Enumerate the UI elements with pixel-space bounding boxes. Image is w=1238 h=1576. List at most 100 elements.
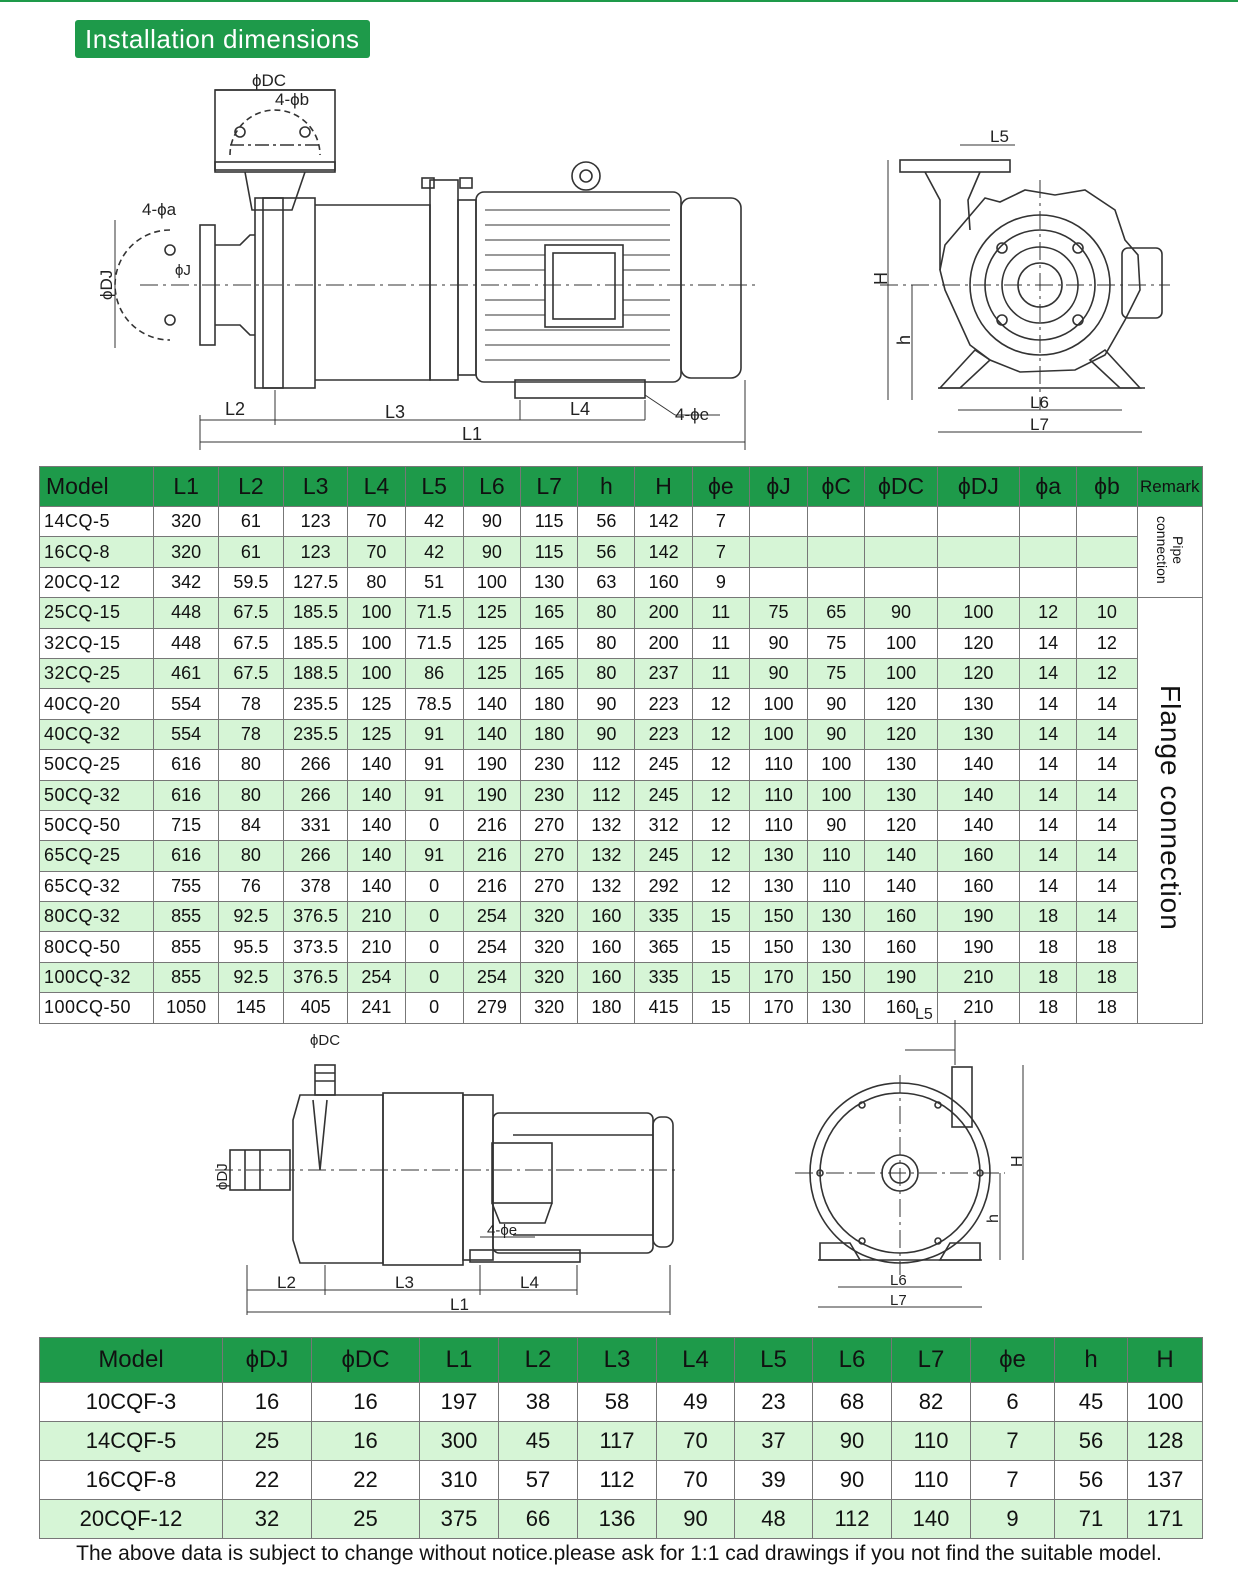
value-cell: 448 bbox=[153, 627, 219, 659]
value-cell: 128 bbox=[1127, 1421, 1203, 1461]
value-cell: 190 bbox=[462, 749, 522, 781]
dim2-l2: L2 bbox=[277, 1273, 296, 1292]
value-cell: 80 bbox=[577, 657, 636, 690]
value-cell: 140 bbox=[347, 870, 406, 903]
value-cell: 100 bbox=[347, 657, 406, 690]
dim2-l3: L3 bbox=[395, 1273, 414, 1292]
value-cell: 461 bbox=[153, 657, 219, 690]
value-cell: 210 bbox=[347, 901, 406, 933]
column-header: L3 bbox=[577, 1337, 657, 1383]
value-cell: 378 bbox=[283, 870, 349, 903]
dim-l7: L7 bbox=[1030, 415, 1049, 434]
value-cell: 190 bbox=[936, 931, 1021, 963]
value-cell: 320 bbox=[519, 992, 579, 1024]
dim-l3: L3 bbox=[385, 402, 405, 422]
value-cell: 140 bbox=[864, 870, 938, 903]
value-cell: 230 bbox=[519, 749, 579, 781]
value-cell: 95.5 bbox=[217, 931, 285, 963]
value-cell: 18 bbox=[1019, 961, 1078, 994]
value-cell: 210 bbox=[936, 961, 1021, 994]
model-cell: 65CQ-32 bbox=[38, 870, 155, 903]
value-cell: 7 bbox=[970, 1421, 1055, 1461]
value-cell: 18 bbox=[1076, 931, 1138, 963]
column-header: ϕC bbox=[807, 466, 866, 507]
value-cell bbox=[1019, 536, 1078, 568]
dim-l6: L6 bbox=[1030, 393, 1049, 412]
value-cell: 180 bbox=[577, 992, 636, 1024]
value-cell: 140 bbox=[936, 779, 1021, 811]
value-cell: 67.5 bbox=[217, 657, 285, 690]
value-cell: 216 bbox=[462, 870, 522, 903]
value-cell: 616 bbox=[153, 779, 219, 811]
value-cell: 14 bbox=[1076, 749, 1138, 781]
model-cell: 40CQ-32 bbox=[38, 718, 155, 751]
model-cell: 32CQ-25 bbox=[38, 657, 155, 690]
value-cell: 90 bbox=[864, 597, 938, 629]
dim-h-upper: H bbox=[871, 272, 891, 285]
footnote: The above data is subject to change with… bbox=[76, 1542, 1162, 1565]
value-cell: 112 bbox=[577, 749, 636, 781]
value-cell: 10 bbox=[1076, 597, 1138, 629]
value-cell: 235.5 bbox=[283, 718, 349, 751]
model-cell: 50CQ-50 bbox=[38, 809, 155, 842]
model-cell: 16CQ-8 bbox=[38, 536, 155, 568]
value-cell: 51 bbox=[404, 566, 464, 599]
value-cell: 90 bbox=[462, 505, 522, 538]
value-cell: 15 bbox=[691, 961, 750, 994]
value-cell: 130 bbox=[864, 779, 938, 811]
value-cell: 12 bbox=[691, 749, 750, 781]
column-header: ϕa bbox=[1019, 466, 1078, 507]
value-cell: 6 bbox=[970, 1382, 1055, 1422]
column-header: L1 bbox=[153, 466, 219, 507]
model-cell: 10CQF-3 bbox=[39, 1382, 223, 1422]
dim-l5: L5 bbox=[990, 127, 1009, 146]
value-cell: 110 bbox=[748, 749, 809, 781]
value-cell: 11 bbox=[691, 657, 750, 690]
value-cell: 140 bbox=[936, 809, 1021, 842]
value-cell: 22 bbox=[311, 1460, 420, 1500]
value-cell: 0 bbox=[404, 961, 464, 994]
value-cell: 45 bbox=[1054, 1382, 1128, 1422]
value-cell: 39 bbox=[734, 1460, 813, 1500]
value-cell: 170 bbox=[748, 992, 809, 1024]
dim-j: ϕJ bbox=[175, 262, 191, 279]
value-cell: 376.5 bbox=[283, 901, 349, 933]
column-header: ϕDJ bbox=[936, 466, 1021, 507]
value-cell: 150 bbox=[748, 901, 809, 933]
value-cell: 7 bbox=[691, 536, 750, 568]
value-cell: 56 bbox=[1054, 1421, 1128, 1461]
value-cell: 140 bbox=[462, 718, 522, 751]
model-cell: 40CQ-20 bbox=[38, 688, 155, 720]
value-cell: 270 bbox=[519, 870, 579, 903]
value-cell: 160 bbox=[864, 931, 938, 963]
value-cell: 223 bbox=[634, 688, 693, 720]
value-cell bbox=[1019, 505, 1078, 538]
value-cell: 66 bbox=[498, 1499, 578, 1539]
dim2-l4: L4 bbox=[520, 1273, 539, 1292]
value-cell: 67.5 bbox=[217, 597, 285, 629]
value-cell: 14 bbox=[1019, 840, 1078, 872]
value-cell: 320 bbox=[519, 901, 579, 933]
column-header: L5 bbox=[404, 466, 464, 507]
value-cell: 90 bbox=[812, 1421, 892, 1461]
value-cell: 140 bbox=[936, 749, 1021, 781]
value-cell: 15 bbox=[691, 931, 750, 963]
value-cell: 90 bbox=[807, 688, 866, 720]
value-cell: 0 bbox=[404, 901, 464, 933]
column-header: ϕDJ bbox=[222, 1337, 312, 1383]
dim-h-lower: h bbox=[894, 335, 914, 345]
value-cell: 18 bbox=[1076, 961, 1138, 994]
column-header: h bbox=[1054, 1337, 1128, 1383]
value-cell bbox=[864, 505, 938, 538]
value-cell: 554 bbox=[153, 688, 219, 720]
value-cell: 320 bbox=[153, 505, 219, 538]
value-cell: 142 bbox=[634, 536, 693, 568]
value-cell: 37 bbox=[734, 1421, 813, 1461]
value-cell: 266 bbox=[283, 749, 349, 781]
value-cell: 42 bbox=[404, 505, 464, 538]
value-cell: 254 bbox=[462, 961, 522, 994]
value-cell: 171 bbox=[1127, 1499, 1203, 1539]
